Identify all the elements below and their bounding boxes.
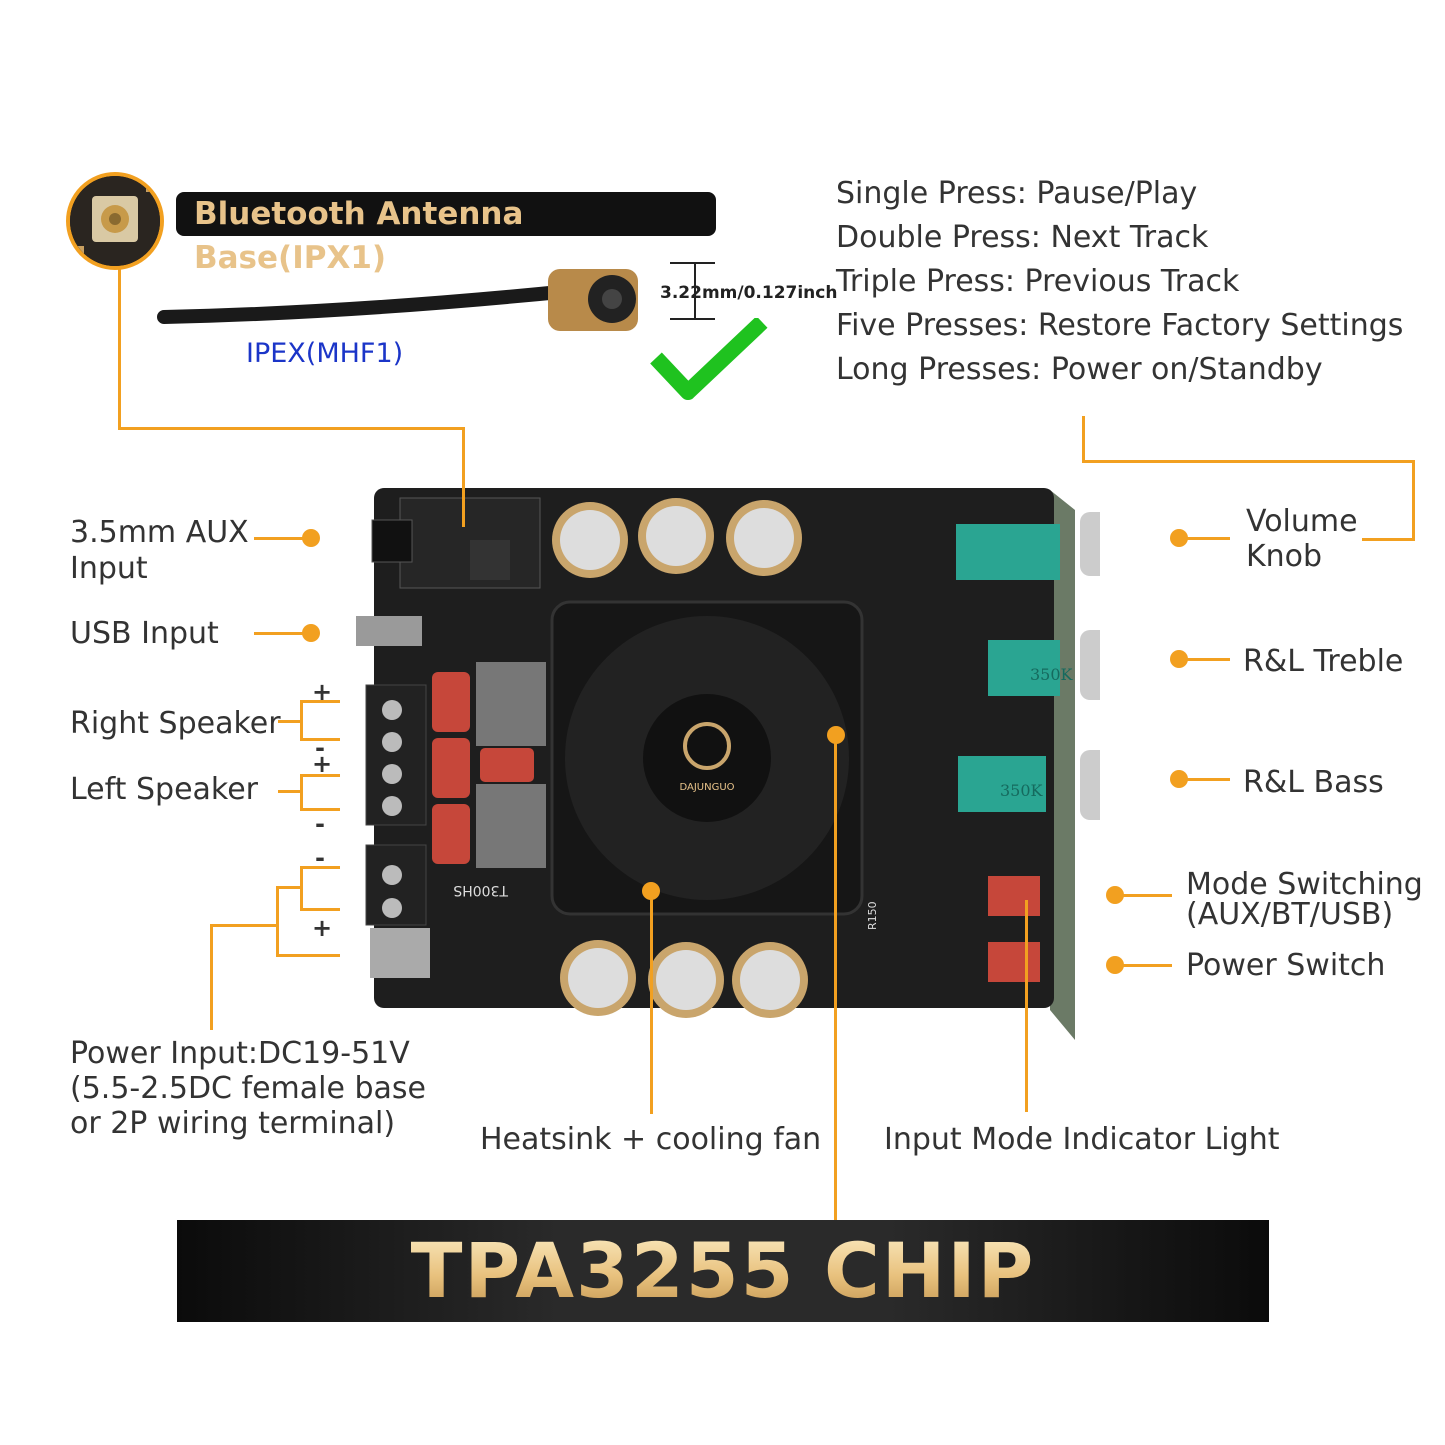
resistor-label: R150 bbox=[866, 901, 879, 930]
chip-dot bbox=[827, 726, 845, 744]
amplifier-board: DAJUNGUO T300HS 350K 350K R150 bbox=[356, 488, 1100, 1040]
aux-input-label-2: Input bbox=[70, 551, 148, 586]
power-input-label-2: (5.5-2.5DC female base bbox=[70, 1071, 427, 1106]
usb-input-label: USB Input bbox=[70, 616, 219, 651]
power-minus: - bbox=[315, 844, 325, 872]
left-minus: - bbox=[315, 810, 325, 838]
board-model: T300HS bbox=[453, 882, 509, 898]
left-plus: + bbox=[312, 750, 333, 778]
right-speaker-label: Right Speaker bbox=[70, 706, 281, 741]
press-triple: Triple Press: Previous Track bbox=[836, 264, 1240, 299]
mode-switch-label-2: (AUX/BT/USB) bbox=[1186, 897, 1394, 932]
right-minus: - bbox=[315, 734, 325, 762]
volume-label-1: Volume bbox=[1246, 504, 1358, 539]
pot-value-bass: 350K bbox=[1000, 781, 1044, 800]
pot-value-treble: 350K bbox=[1030, 665, 1074, 684]
antenna-cable-illustration bbox=[157, 262, 715, 331]
power-switch-label: Power Switch bbox=[1186, 948, 1386, 983]
connector-label: IPEX(MHF1) bbox=[246, 338, 404, 369]
antenna-title: Bluetooth Antenna Base(IPX1) bbox=[176, 192, 716, 276]
power-input-label-3: or 2P wiring terminal) bbox=[70, 1106, 396, 1141]
treble-label: R&L Treble bbox=[1243, 644, 1404, 679]
aux-input-label-1: 3.5mm AUX bbox=[70, 515, 249, 550]
press-long: Long Presses: Power on/Standby bbox=[836, 352, 1323, 387]
left-speaker-label: Left Speaker bbox=[70, 772, 258, 807]
bass-label: R&L Bass bbox=[1243, 765, 1384, 800]
right-plus: + bbox=[312, 678, 333, 706]
press-five: Five Presses: Restore Factory Settings bbox=[836, 308, 1404, 343]
power-input-label-1: Power Input:DC19-51V bbox=[70, 1036, 410, 1071]
power-plus: + bbox=[312, 914, 333, 942]
heatsink-label: Heatsink + cooling fan bbox=[480, 1122, 822, 1157]
usb-input-dot bbox=[302, 624, 320, 642]
fan-brand: DAJUNGUO bbox=[679, 782, 734, 793]
press-double: Double Press: Next Track bbox=[836, 220, 1209, 255]
antenna-dimension: 3.22mm/0.127inch bbox=[660, 283, 838, 303]
press-single: Single Press: Pause/Play bbox=[836, 176, 1198, 211]
aux-input-dot bbox=[302, 529, 320, 547]
chip-banner bbox=[177, 1220, 1269, 1322]
antenna-inset-circle bbox=[66, 172, 164, 270]
cooling-fan bbox=[550, 600, 864, 916]
checkmark-icon bbox=[650, 318, 768, 400]
heatsink-dot bbox=[642, 882, 660, 900]
mode-switch-label-1: Mode Switching bbox=[1186, 867, 1423, 902]
antenna-socket-icon bbox=[70, 176, 160, 266]
volume-label-2: Knob bbox=[1246, 539, 1323, 574]
indicator-label: Input Mode Indicator Light bbox=[884, 1122, 1280, 1157]
top-capacitors bbox=[552, 498, 802, 578]
chip-title: TPA3255 CHIP bbox=[177, 1220, 1269, 1322]
